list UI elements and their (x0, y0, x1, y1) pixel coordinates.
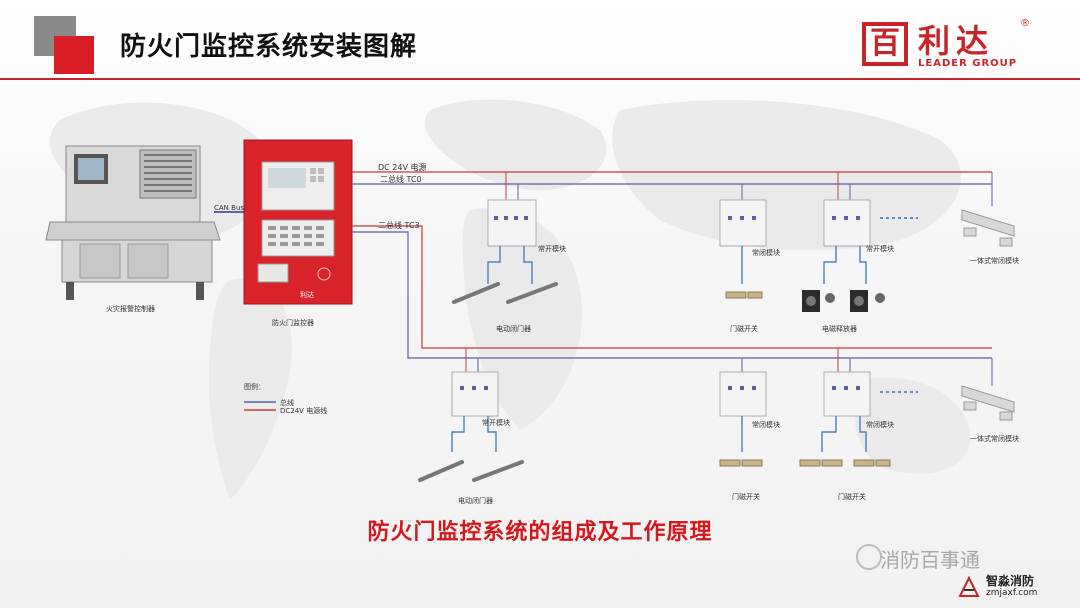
label-module: 常开模块 (482, 419, 510, 427)
site-logo-icon (958, 576, 980, 597)
module-box (451, 371, 499, 417)
label-can-bus: CAN Bus (214, 204, 245, 212)
label-integrated-module: 一体式常闭模块 (970, 257, 1019, 265)
label-em-release: 电磁释放器 (822, 325, 857, 333)
label-fire-alarm-controller: 火灾报警控制器 (106, 305, 155, 313)
logo-english-name: LEADER GROUP (918, 58, 1018, 69)
label-panel-brand: 利达 (300, 291, 314, 299)
label-module: 常闭模块 (866, 421, 894, 429)
module-box (719, 371, 767, 417)
label-module: 常闭模块 (752, 249, 780, 257)
label-door-closer: 电动闭门器 (458, 497, 493, 505)
label-module: 常开模块 (866, 245, 894, 253)
module-box (823, 371, 871, 417)
wechat-icon (856, 544, 882, 570)
legend-power: DC24V 电源线 (280, 407, 328, 415)
legend-bus: 总线 (280, 399, 294, 407)
header-decor-red-square (54, 36, 94, 74)
door-monitor-panel (243, 139, 353, 305)
label-dc24v: DC 24V 电源 (378, 163, 427, 172)
module-box (823, 199, 871, 247)
site-url: zmjaxf.com (986, 588, 1038, 598)
label-bus-tc3: 二总线 TC3 (378, 221, 420, 230)
fire-alarm-controller (45, 145, 221, 300)
site-name: 智淼消防 (986, 574, 1035, 588)
label-module: 常闭模块 (752, 421, 780, 429)
logo-chinese-name: 利达 (918, 22, 995, 60)
header-divider (0, 78, 1080, 80)
wechat-watermark: 消防百事通 (880, 548, 980, 572)
label-magnetic-switch: 门磁开关 (730, 325, 758, 333)
legend-title: 图例： (244, 383, 265, 391)
label-door-monitor-panel: 防火门监控器 (272, 319, 314, 327)
page-title: 防火门监控系统安装图解 (120, 32, 418, 62)
logo-registered-mark: ® (1020, 18, 1030, 29)
label-door-closer: 电动闭门器 (496, 325, 531, 333)
module-box (487, 199, 537, 247)
label-integrated-module: 一体式常闭模块 (970, 435, 1019, 443)
label-module: 常开模块 (538, 245, 566, 253)
label-bus-tc0: 二总线 TC0 (380, 175, 422, 184)
label-magnetic-switch: 门磁开关 (838, 493, 866, 501)
brand-logo: 百 利达 ® LEADER GROUP (862, 18, 1042, 74)
module-box (719, 199, 767, 247)
logo-mark-icon: 百 (862, 22, 908, 66)
slide-subtitle: 防火门监控系统的组成及工作原理 (367, 520, 713, 545)
label-magnetic-switch: 门磁开关 (732, 493, 760, 501)
